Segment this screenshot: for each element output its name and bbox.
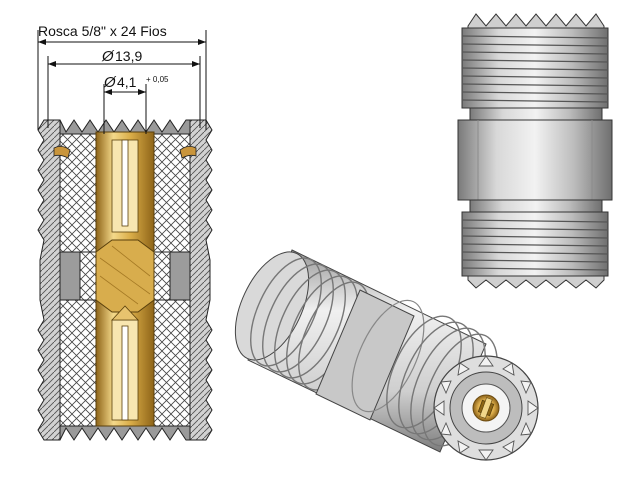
dielectric-right-lower	[153, 299, 191, 427]
side-view	[457, 13, 613, 289]
shell-left	[37, 119, 61, 441]
side-bottom-crown	[467, 275, 605, 289]
outer-diameter-value: 13,9	[115, 48, 142, 64]
iso-crown-teeth	[433, 355, 539, 461]
pin-diameter-tolerance: + 0,05	[146, 75, 169, 84]
center-contact	[95, 131, 155, 427]
top-teeth	[59, 119, 191, 135]
side-center-band	[457, 119, 613, 201]
isometric-view	[234, 249, 539, 461]
shell-right	[189, 119, 213, 441]
thread-spec-label: Rosca 5/8" x 24 Fios	[38, 23, 167, 39]
pin-diameter-symbol: Ø	[103, 74, 117, 91]
center-band-left	[59, 251, 81, 301]
side-neck-top	[469, 107, 603, 121]
dimension-lines	[37, 30, 207, 134]
center-band-right	[169, 251, 191, 301]
bottom-teeth	[59, 425, 191, 441]
iso-center-band	[315, 289, 415, 421]
ring-right	[179, 146, 197, 159]
dielectric-left-lower	[59, 299, 97, 427]
cross-section-view: Rosca 5/8" x 24 Fios Ø 13,9 Ø 4,1 + 0,05	[37, 23, 213, 441]
dimension-arrows	[38, 39, 206, 95]
side-neck-bottom	[469, 199, 603, 213]
outer-diameter-symbol: Ø	[101, 48, 115, 65]
ring-left	[53, 146, 71, 159]
pin-diameter-value: 4,1	[117, 74, 137, 90]
side-top-crown	[467, 13, 605, 31]
